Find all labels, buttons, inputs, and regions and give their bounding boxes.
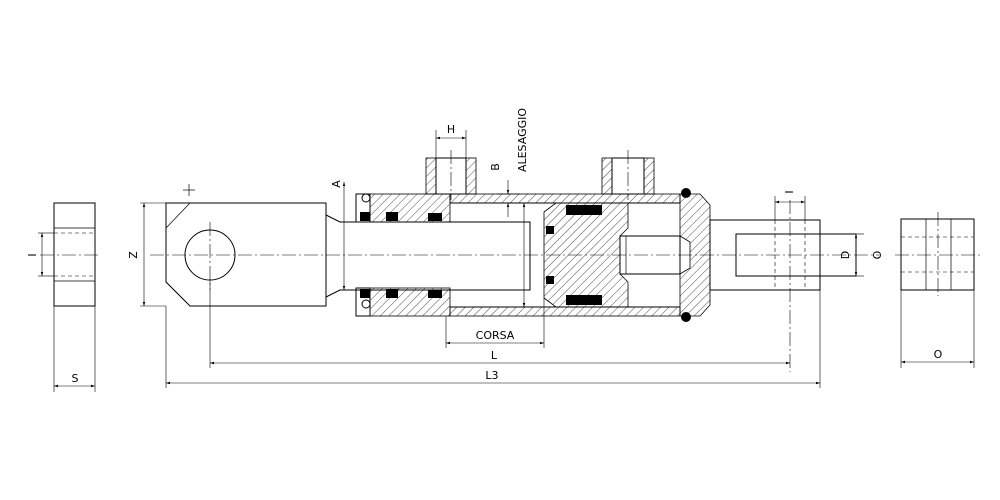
- label-i-top: I: [783, 190, 796, 193]
- bottom-dimensions: [165, 280, 821, 388]
- label-s: S: [72, 372, 79, 385]
- label-corsa: CORSA: [476, 329, 515, 342]
- label-a: A: [330, 180, 343, 188]
- label-i-left: I: [26, 253, 39, 256]
- b-dimension: [496, 180, 520, 217]
- piston: [543, 202, 681, 308]
- rod-eye: [140, 184, 327, 307]
- rear-side-view: [895, 212, 980, 368]
- port-left: [425, 130, 477, 200]
- label-o-bottom: O: [934, 348, 943, 361]
- base-cap: [679, 188, 711, 322]
- label-z: Z: [127, 251, 140, 259]
- piston-rod: [325, 182, 531, 298]
- label-d: D: [839, 251, 852, 259]
- label-h: H: [447, 123, 455, 136]
- clevis-side-view: [38, 202, 100, 392]
- label-b: B: [489, 163, 502, 171]
- rear-clevis: [709, 196, 864, 372]
- label-l3: L3: [485, 369, 498, 382]
- label-l: L: [491, 349, 498, 362]
- port-right: [601, 150, 655, 200]
- label-o-side: O: [871, 250, 884, 259]
- label-alesaggio: ALESAGGIO: [516, 108, 529, 172]
- cylinder-head: [355, 193, 451, 317]
